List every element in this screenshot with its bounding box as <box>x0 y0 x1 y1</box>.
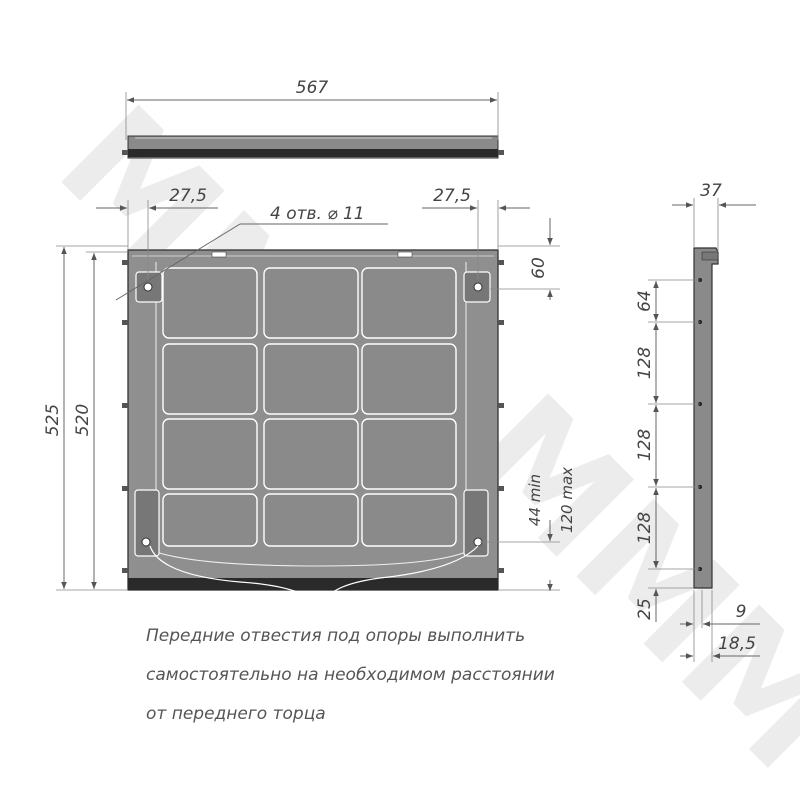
dim-25-label: 25 <box>635 598 655 620</box>
dim-520-label: 520 <box>73 404 93 436</box>
holes-callout: 4 отв. ⌀ 11 <box>115 204 388 301</box>
dim-right-60-label: 60 <box>529 257 549 279</box>
dim-left-offset: 27,5 <box>96 186 218 280</box>
dim-support-range: 44 min 120 max <box>480 467 576 591</box>
dim-64-label: 64 <box>635 290 655 312</box>
dim-top-width-label: 567 <box>296 78 329 98</box>
holes-label: 4 отв. ⌀ 11 <box>270 204 365 224</box>
dim-left-heights: 525 520 <box>43 245 128 591</box>
dim-side-width-label: 37 <box>700 181 722 201</box>
dim-9-label: 9 <box>736 602 747 622</box>
main-panel-view <box>122 249 504 617</box>
dim-top-width: 567 <box>125 78 499 140</box>
dim-128a-label: 128 <box>635 347 655 380</box>
dim-side-bottom: 9 18,5 <box>680 590 760 662</box>
dim-side-width: 37 <box>672 181 756 252</box>
note-line-1: Передние отвестия под опоры выполнить <box>146 626 525 646</box>
dim-right-offset-label: 27,5 <box>433 186 471 206</box>
dim-128b-label: 128 <box>635 429 655 462</box>
top-profile-view <box>122 135 504 159</box>
dim-525-label: 525 <box>43 404 63 436</box>
dim-right-60: 60 <box>490 218 560 300</box>
dim-18-5-label: 18,5 <box>718 634 756 654</box>
dim-128c-label: 128 <box>635 512 655 545</box>
dim-120max-label: 120 max <box>558 467 576 533</box>
dim-right-offset: 27,5 <box>422 186 530 280</box>
dim-44min-label: 44 min <box>526 474 544 526</box>
note-line-2: самостоятельно на необходимом расстоянии <box>146 665 555 685</box>
dim-side-spacings: 64 128 128 128 25 <box>635 279 700 622</box>
installation-note: Передние отвестия под опоры выполнить са… <box>146 626 555 724</box>
note-line-3: от переднего торца <box>146 704 326 724</box>
dim-left-offset-label: 27,5 <box>169 186 207 206</box>
